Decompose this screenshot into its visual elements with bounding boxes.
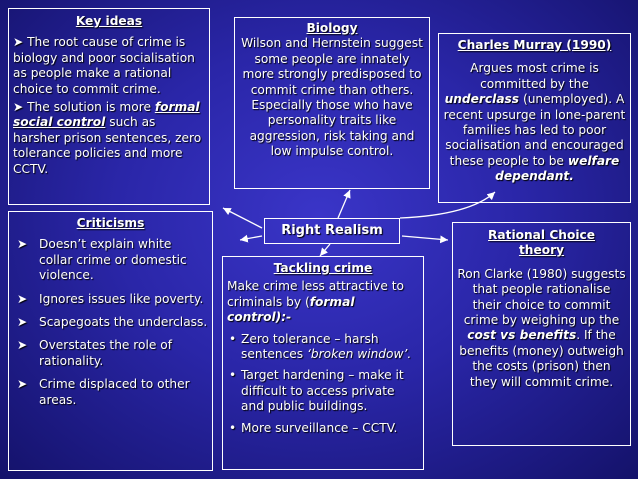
key-ideas-point-2: ➤ The solution is more formal social con… bbox=[13, 100, 202, 176]
arrow-to-biology bbox=[337, 189, 351, 219]
arrow-bullet-icon: ➤ bbox=[13, 35, 28, 50]
arrow-bullet-icon: ➤ bbox=[17, 291, 28, 306]
right-realism-label: Right Realism bbox=[281, 223, 383, 238]
arrow-to-murray bbox=[399, 191, 496, 219]
dot-bullet-icon: • bbox=[229, 331, 237, 346]
arrow-to-tackling bbox=[319, 243, 331, 257]
arrow-bullet-icon: ➤ bbox=[17, 377, 28, 392]
tackling-crime-box: Tackling crime Make crime less attractiv… bbox=[222, 256, 424, 470]
arrow-bullet-icon: ➤ bbox=[17, 338, 28, 353]
rational-choice-text: Ron Clarke (1980) suggests that people r… bbox=[457, 266, 626, 389]
key-ideas-title: Key ideas bbox=[75, 14, 143, 28]
criticism-item: ➤Scapegoats the underclass. bbox=[17, 315, 208, 330]
right-realism-box: Right Realism bbox=[264, 218, 400, 244]
tackling-bullet-2: •Target hardening – make it difficult to… bbox=[229, 368, 404, 414]
murray-box: Charles Murray (1990) Argues most crime … bbox=[438, 33, 631, 203]
dot-bullet-icon: • bbox=[229, 420, 237, 435]
tackling-bullet-3: •More surveillance – CCTV. bbox=[229, 420, 398, 435]
murray-text: Argues most crime is committed by the un… bbox=[443, 61, 626, 184]
rational-choice-title: Rational Choice theory bbox=[488, 228, 595, 258]
arrow-to-rational bbox=[401, 235, 449, 244]
criticism-item: ➤Overstates the role of rationality. bbox=[17, 338, 172, 368]
arrow-to-key-ideas bbox=[222, 207, 263, 229]
dot-bullet-icon: • bbox=[229, 368, 237, 383]
tackling-intro: Make crime less attractive to criminals … bbox=[227, 279, 404, 325]
key-ideas-point-1: ➤ The root cause of crime is biology and… bbox=[13, 35, 195, 96]
arrow-bullet-icon: ➤ bbox=[17, 237, 28, 252]
key-ideas-box: Key ideas ➤ The root cause of crime is b… bbox=[8, 8, 210, 205]
criticisms-box: Criticisms ➤Doesn’t explain white collar… bbox=[8, 211, 213, 471]
criticisms-title: Criticisms bbox=[76, 216, 145, 230]
murray-title: Charles Murray (1990) bbox=[457, 38, 612, 52]
criticism-item: ➤Crime displaced to other areas. bbox=[17, 377, 190, 407]
rational-choice-box: Rational Choice theory Ron Clarke (1980)… bbox=[452, 222, 631, 446]
biology-box: Biology Wilson and Hernstein suggest som… bbox=[234, 17, 430, 189]
biology-title: Biology bbox=[306, 21, 358, 35]
arrow-bullet-icon: ➤ bbox=[17, 315, 28, 330]
biology-text: Wilson and Hernstein suggest some people… bbox=[241, 36, 423, 159]
tackling-bullet-1: •Zero tolerance – harsh sentences ‘broke… bbox=[229, 331, 412, 362]
arrow-bullet-icon: ➤ bbox=[13, 100, 28, 115]
criticism-item: ➤Doesn’t explain white collar crime or d… bbox=[17, 237, 187, 283]
criticism-item: ➤Ignores issues like poverty. bbox=[17, 291, 204, 306]
tackling-crime-title: Tackling crime bbox=[273, 261, 373, 275]
arrow-to-criticisms bbox=[239, 234, 263, 243]
